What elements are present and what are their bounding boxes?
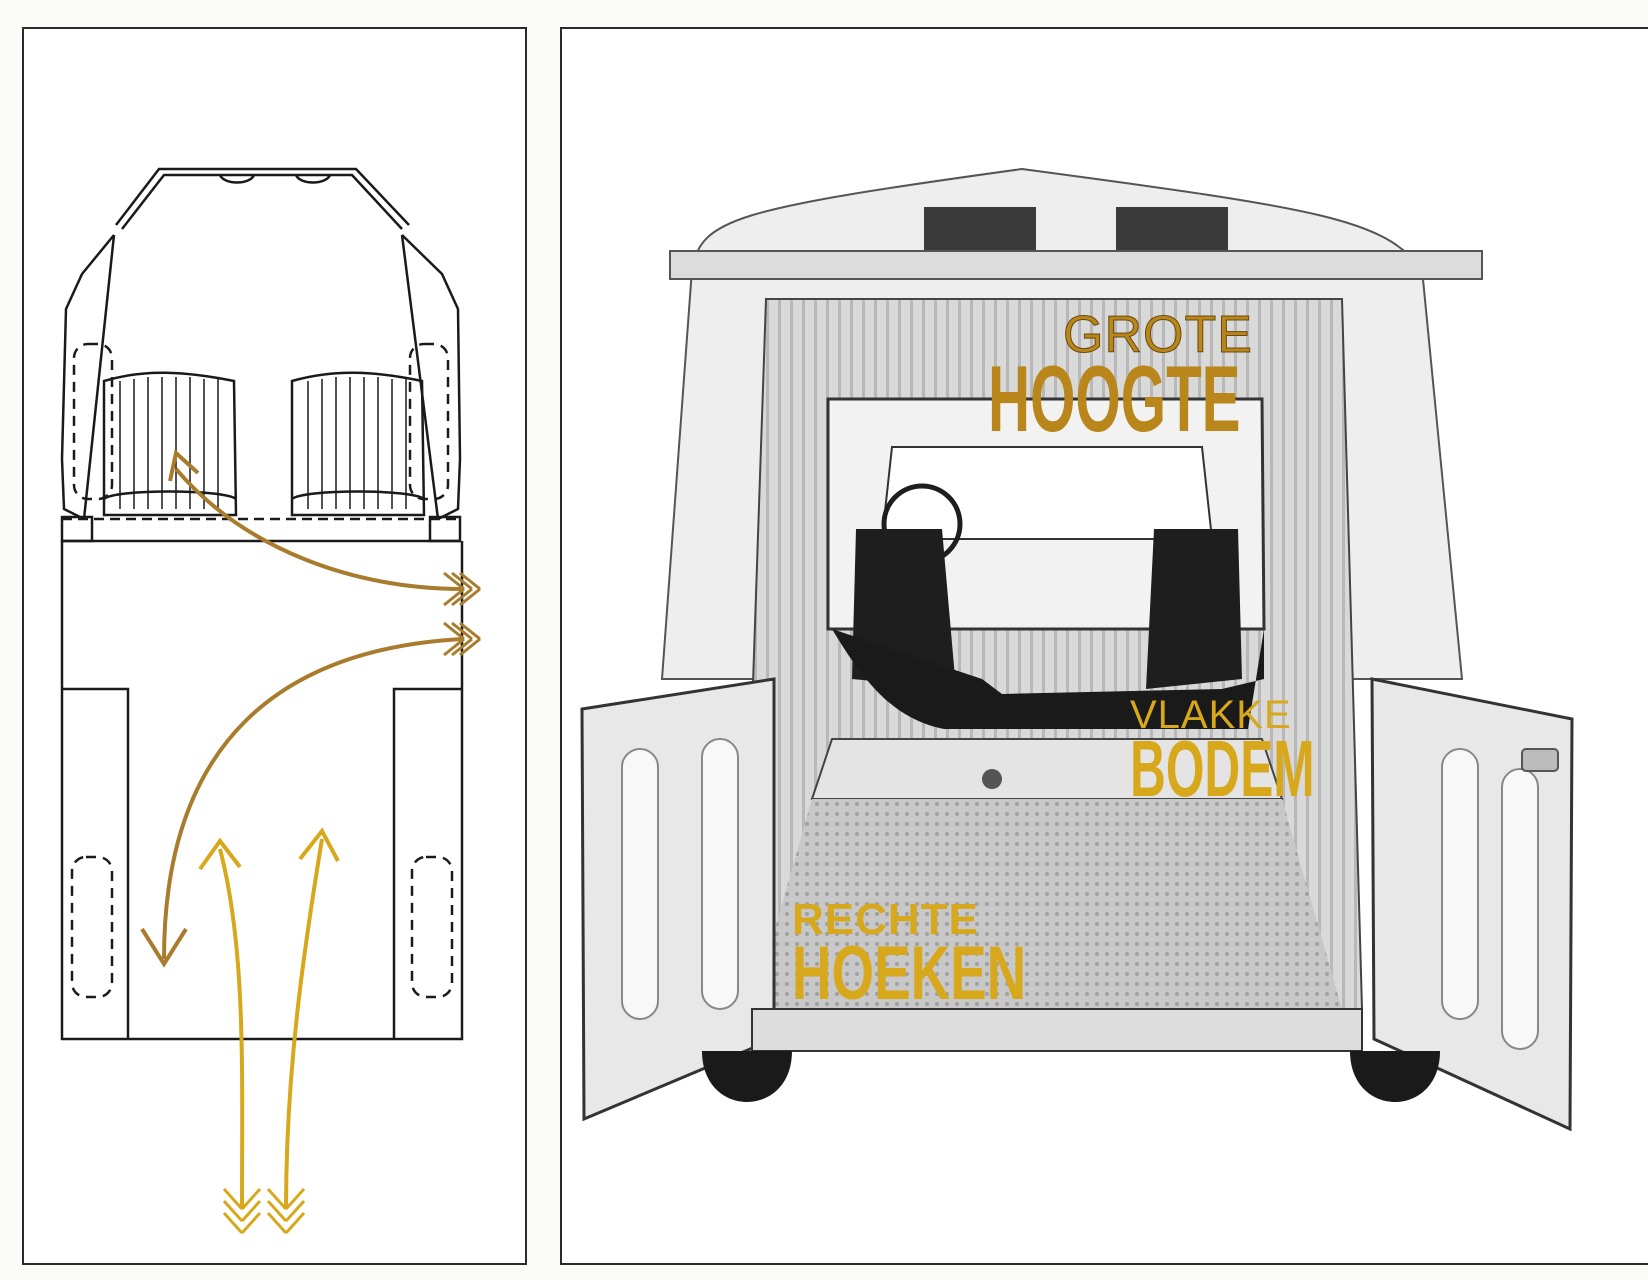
floor-plan-diagram — [60, 167, 481, 1235]
label-rechte-hoeken: RECHTE HOEKEN — [792, 895, 1092, 1016]
label-grote: GROTE — [1063, 306, 1253, 364]
label-hoeken: HOEKEN — [792, 930, 1027, 1016]
arch-left — [62, 687, 130, 1039]
wheel-right — [1350, 1051, 1440, 1102]
label-rechte: RECHTE — [792, 895, 979, 944]
rear-arrows — [198, 827, 340, 1210]
van-rear-illustration — [580, 167, 1574, 1132]
rear-bumper — [751, 1008, 1363, 1052]
label-hoogte: HOOGTE — [988, 345, 1241, 451]
label-bodem: BODEM — [1130, 724, 1315, 813]
van-photo-panel — [560, 27, 1648, 1265]
seat-right-photo — [1146, 529, 1242, 689]
fletching-side — [443, 571, 481, 657]
label-vlakke: VLAKKE — [1130, 693, 1292, 737]
seat-right — [290, 371, 426, 517]
roof-vent-right — [1116, 207, 1228, 252]
cargo-outline — [60, 541, 464, 1041]
arch-right — [392, 687, 462, 1039]
seat-left — [102, 371, 238, 517]
cab-left — [60, 234, 115, 521]
label-vlakke-bodem: VLAKKE BODEM — [1130, 693, 1390, 813]
cargo-floor — [752, 799, 1342, 1009]
roof-vent-left — [924, 207, 1036, 252]
wheel-left — [702, 1051, 792, 1102]
steering-wheel — [881, 483, 963, 565]
fletching-rear — [222, 1187, 306, 1235]
cab-right — [401, 234, 462, 521]
floor-plan-panel — [22, 27, 527, 1265]
door-handle — [1521, 748, 1559, 772]
label-grote-hoogte: GROTE HOOGTE — [988, 306, 1328, 451]
side-arrows — [140, 449, 463, 968]
windscreen-line — [115, 167, 410, 226]
tailgate-top — [669, 250, 1483, 280]
